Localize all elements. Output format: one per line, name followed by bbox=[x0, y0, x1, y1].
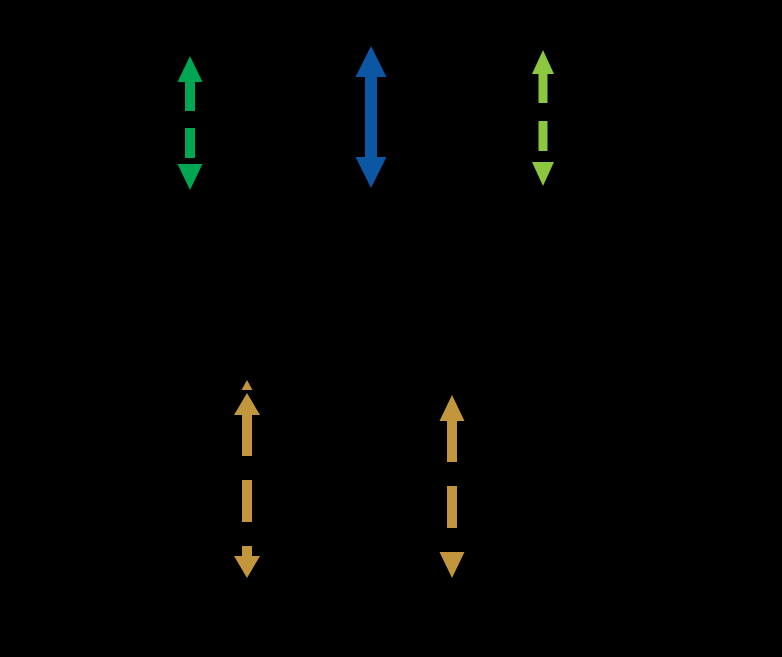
gold-double-headed-dashed-arrow-with-extra-tip bbox=[234, 380, 260, 578]
arrows-layer bbox=[177, 46, 554, 578]
green-double-headed-dashed-arrow bbox=[177, 56, 203, 190]
blue-double-headed-solid-arrow bbox=[355, 46, 387, 188]
arrow-extra-tip-icon bbox=[241, 380, 253, 390]
arrow-head-down-icon bbox=[177, 164, 203, 190]
light-green-double-headed-dashed-arrow bbox=[532, 50, 554, 186]
arrow-head-down-icon bbox=[439, 552, 465, 578]
arrow-head-down-icon bbox=[355, 157, 387, 188]
arrow-head-up-icon bbox=[532, 50, 554, 74]
arrow-head-down-icon bbox=[532, 162, 554, 186]
arrow-head-down-icon bbox=[234, 556, 260, 578]
arrow-head-up-icon bbox=[177, 56, 203, 82]
arrow-head-up-icon bbox=[439, 395, 465, 421]
gold-double-headed-dashed-arrow bbox=[439, 395, 465, 578]
arrow-head-up-icon bbox=[355, 46, 387, 77]
arrow-head-up-icon bbox=[234, 393, 260, 415]
